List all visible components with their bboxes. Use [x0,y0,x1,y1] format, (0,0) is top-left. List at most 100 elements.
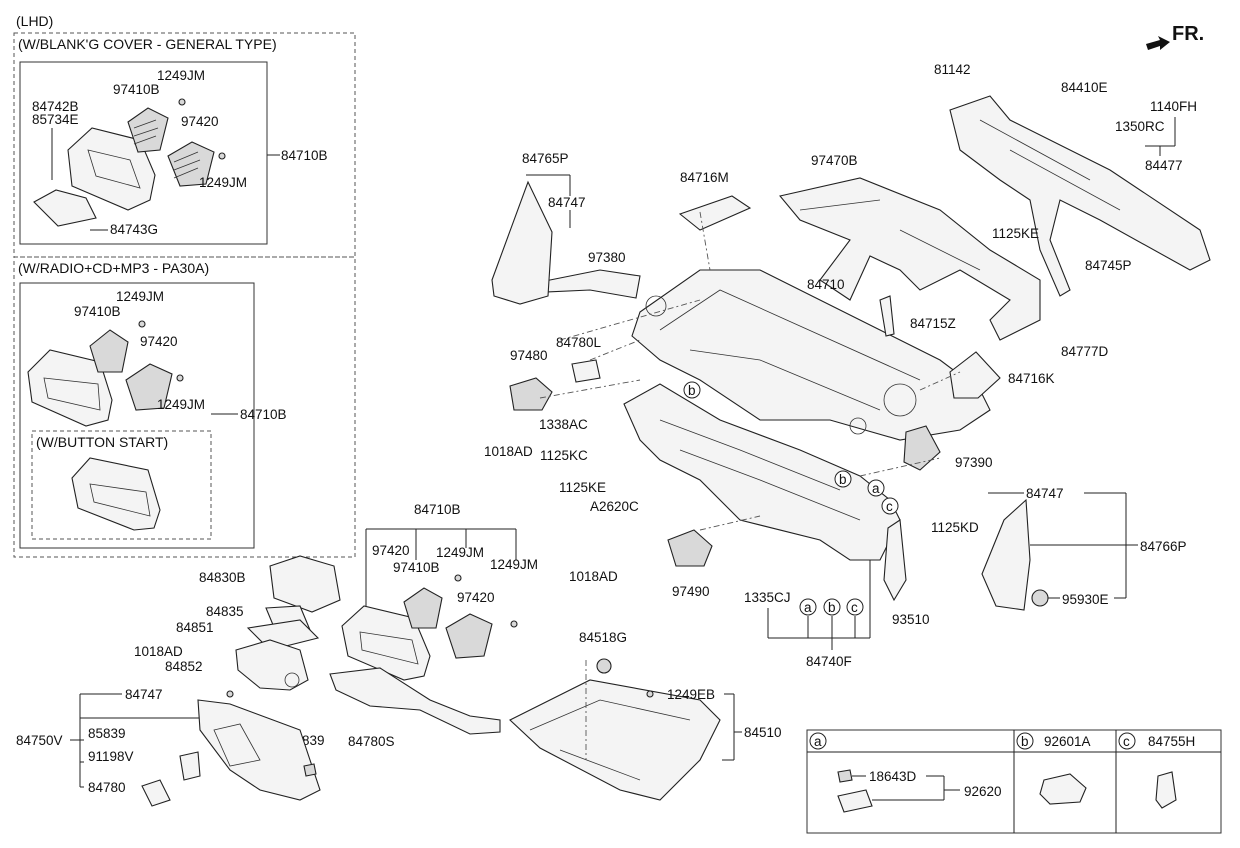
label-1249EB: 1249EB [667,687,715,702]
crash-pad-center-panel-2 [27,349,113,427]
label-84710B-a: 84710B [281,148,328,163]
group-button-start-box [31,430,212,540]
screw-icon-3 [138,320,146,328]
screw-icon-5 [454,574,462,582]
glove-box-84510 [509,679,721,801]
group-button-start-title: (W/BUTTON START) [36,434,168,450]
clip-85839 [303,763,317,777]
label-84780: 84780 [88,780,126,795]
side-cover-84765P [491,180,553,305]
bracket-84755H [1155,771,1177,809]
bulb-18643D [837,769,853,783]
label-85839-a: 85839 [88,726,126,741]
callout-b-2 [834,470,852,488]
lamp-92620 [837,789,873,813]
knob-95930E [1031,589,1049,607]
label-1335CJ: 1335CJ [744,590,791,605]
callout-a-2-text: a [804,600,812,615]
label-84852: 84852 [165,659,203,674]
duct-97380 [539,269,641,299]
legend-callout-b [1016,732,1034,750]
label-84830B: 84830B [199,570,246,585]
bumper-84518G [596,658,612,674]
screw-icon-6 [510,620,518,628]
label-91198V: 91198V [88,749,134,764]
label-97480: 97480 [510,348,548,363]
label-84715Z: 84715Z [910,316,956,331]
group-radio-inner [19,282,255,549]
label-92620: 92620 [964,784,1002,799]
label-84740F: 84740F [806,654,852,669]
bracket-84780L [571,359,601,383]
defroster-duct-97470B [779,177,1041,341]
screw-icon-7 [646,690,654,698]
label-A2620C: A2620C [590,499,639,514]
label-84410E: 84410E [1061,80,1108,95]
cluster-housing-84830B [269,555,341,613]
label-1249JM-f: 1249JM [490,557,538,572]
callout-c-1-text: c [886,499,893,514]
label-93510: 93510 [892,612,930,627]
label-1125KE-a: 1125KE [992,226,1039,241]
label-85734E: 85734E [32,112,79,127]
label-92601A: 92601A [1044,734,1091,749]
label-84851: 84851 [176,620,214,635]
label-1350RC: 1350RC [1115,119,1165,134]
callout-c-2 [846,598,864,616]
label-1249JM-c: 1249JM [116,289,164,304]
label-1249JM-b: 1249JM [199,175,247,190]
label-84716K: 84716K [1008,371,1055,386]
lower-panel-84750V [197,699,321,801]
label-97410B-c: 97410B [393,560,440,575]
label-84747-b: 84747 [1026,486,1064,501]
label-84518G: 84518G [579,630,627,645]
label-1338AC: 1338AC [539,417,588,432]
crash-pad-center-panel-1 [67,127,156,211]
callout-a-2 [799,598,817,616]
label-84750V: 84750V [16,733,63,748]
air-vent-97410B-2 [89,329,129,373]
air-vent-97420-3 [445,613,493,659]
label-1018AD-a: 1018AD [484,444,533,459]
label-97420-a: 97420 [181,114,219,129]
air-vent-97480 [509,377,553,411]
label-1018AD-b: 1018AD [569,569,618,584]
label-97420-d: 97420 [457,590,495,605]
label-1018AD-c: 1018AD [134,644,183,659]
crash-pad-center-panel-4 [341,605,431,681]
label-1125KE-b: 1125KE [559,480,606,495]
bracket-84715Z [879,295,895,337]
label-95930E: 95930E [1062,592,1109,607]
label-84835: 84835 [206,604,244,619]
main-frame-84740F [623,383,901,561]
label-84743G: 84743G [110,222,158,237]
label-84755H: 84755H [1148,734,1195,749]
group-radio-title: (W/RADIO+CD+MP3 - PA30A) [18,260,209,276]
label-97420-b: 97420 [140,334,178,349]
cover-84780 [141,779,171,807]
label-97410B-a: 97410B [113,82,160,97]
label-1249JM-d: 1249JM [157,397,205,412]
label-18643D: 18643D [869,769,917,784]
label-1125KC: 1125KC [540,448,588,463]
callout-c-1 [881,497,899,515]
screw-icon-2 [218,152,226,160]
screw-icon-1 [178,98,186,106]
label-97420-c: 97420 [372,543,410,558]
group-radio-box [13,256,356,558]
callout-b-3 [823,598,841,616]
label-1249JM-a: 1249JM [157,68,205,83]
front-direction-arrow-icon [1146,36,1170,50]
bracket-84743G-1 [33,189,97,227]
label-84747-a: 84747 [548,195,586,210]
lhd-label: (LHD) [16,13,53,29]
label-84716M: 84716M [680,170,729,185]
callout-a-1 [867,479,885,497]
legend-callout-c-text: c [1123,734,1130,749]
label-97470B: 97470B [811,153,858,168]
air-vent-97490 [667,529,713,567]
bracket-93510 [883,519,907,602]
legend-callout-a [809,732,827,750]
clip-84747 [226,690,234,698]
